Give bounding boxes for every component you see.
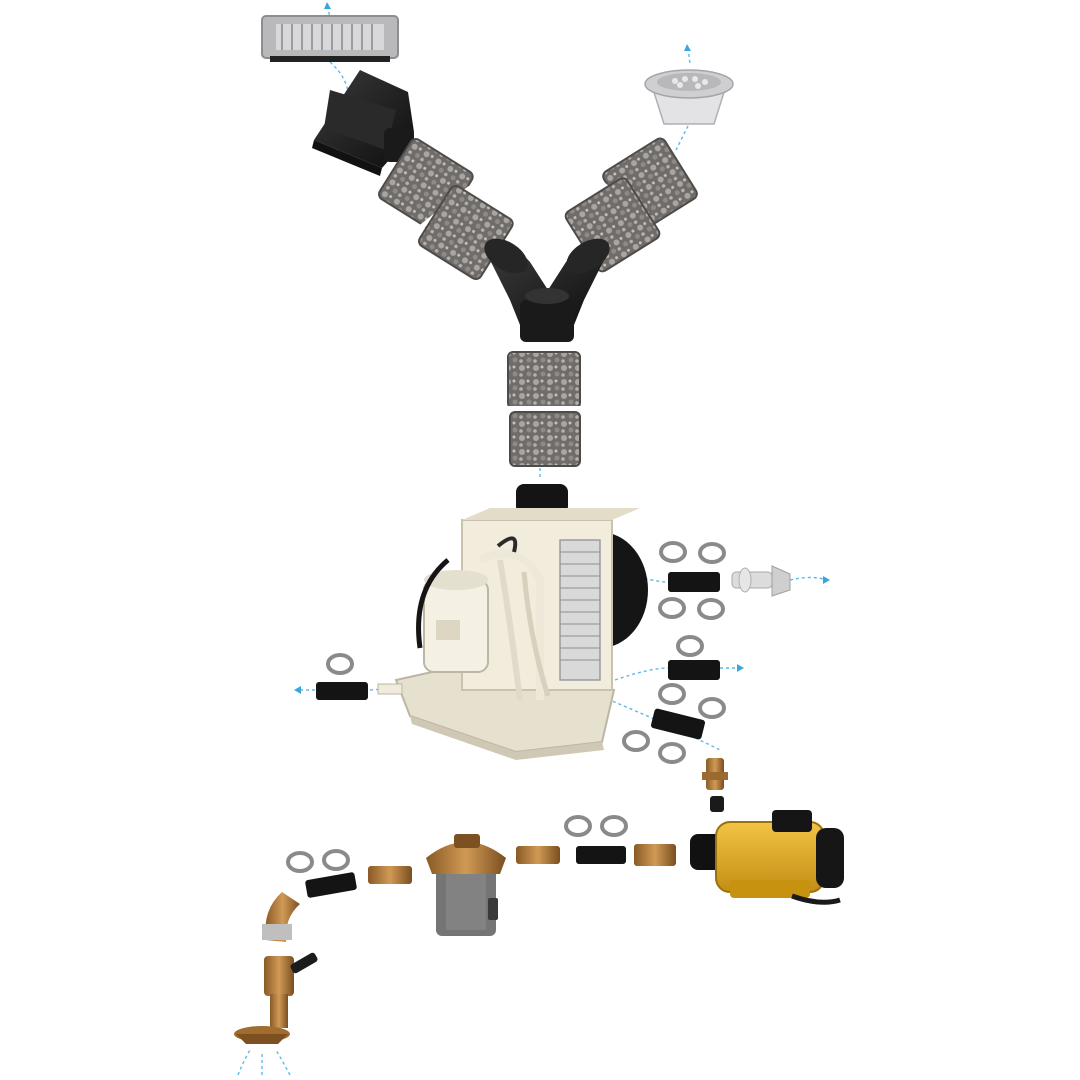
plenum-icon [312,70,414,176]
rect-grille-icon [261,15,399,62]
insulated-duct-right [564,137,698,273]
fitting-icon [368,758,728,884]
strainer-icon [426,834,506,936]
round-grille-icon [644,69,734,125]
pump-icon [690,810,844,905]
seacock-icon [234,892,318,1044]
thru-hull-icon [731,565,791,597]
y-fitting-icon [484,238,610,342]
insulated-duct-center [506,351,582,467]
ac-unit-icon [377,484,648,760]
hose-icon [305,572,720,898]
clamp-icon [286,541,726,873]
